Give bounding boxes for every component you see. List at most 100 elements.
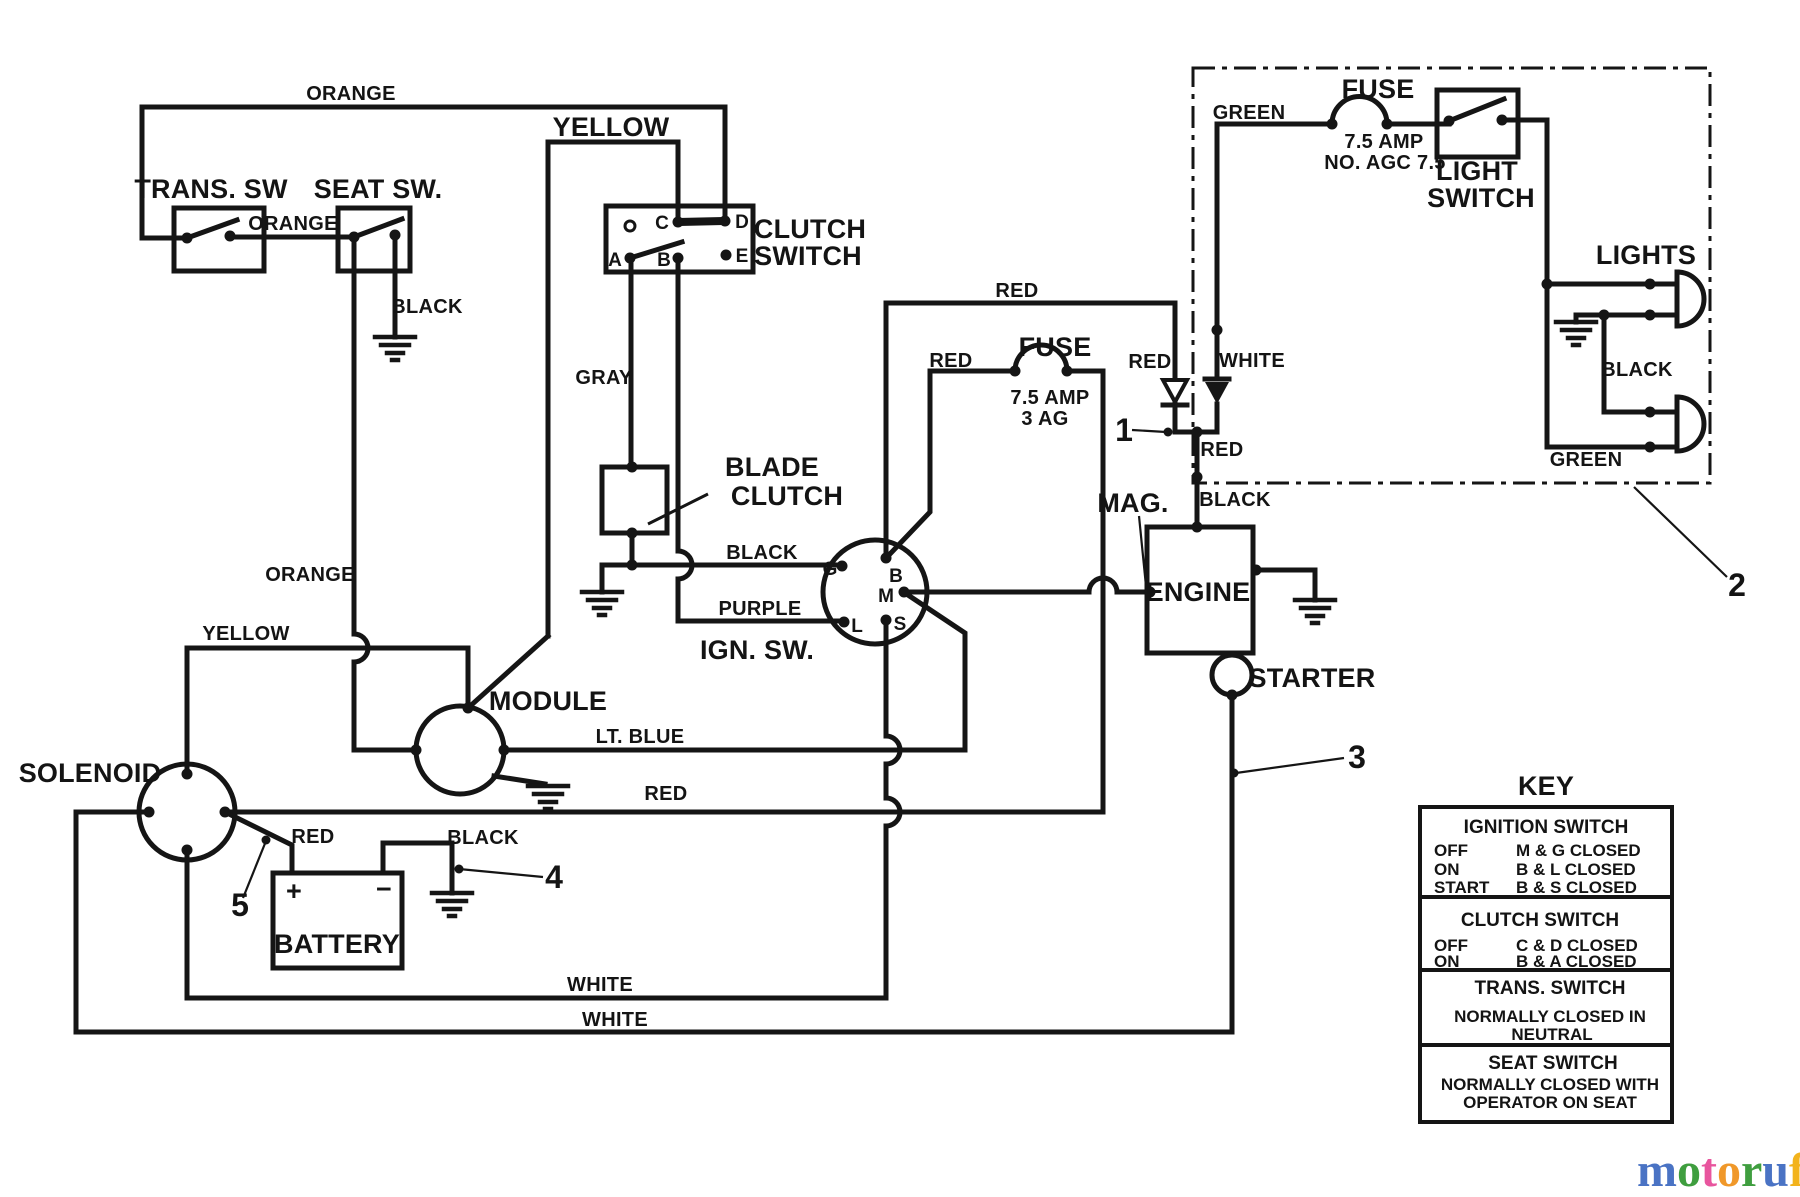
callout-1: 1 xyxy=(1115,412,1133,448)
key-sec1-r1-val: M & G CLOSED xyxy=(1516,841,1641,860)
key-table: KEY IGNITION SWITCH OFF M & G CLOSED ON … xyxy=(1418,771,1674,1124)
fuse-element-mid xyxy=(1012,342,1070,374)
wire-black-g xyxy=(599,562,845,595)
label-black-lights: BLACK xyxy=(1601,359,1673,381)
callout-line-1 xyxy=(1131,428,1167,434)
wire-ltblue-engine xyxy=(901,575,1150,595)
label-black-engine: BLACK xyxy=(1199,489,1271,511)
label-white-2: WHITE xyxy=(582,1009,648,1031)
wire-yellow-down xyxy=(184,645,471,777)
label-solenoid: SOLENOID xyxy=(19,758,162,788)
key-sec2-title: CLUTCH SWITCH xyxy=(1461,910,1619,931)
label-black-battery: BLACK xyxy=(447,827,519,849)
label-amp-top: 7.5 AMP xyxy=(1344,131,1423,153)
key-sec1-r2-state: ON xyxy=(1434,860,1460,879)
label-purple: PURPLE xyxy=(719,598,802,620)
blade-pointer-line xyxy=(647,492,709,526)
lamp-upper-shape xyxy=(1674,269,1707,329)
seat-switch-arm xyxy=(350,215,406,241)
battery-minus: − xyxy=(376,874,392,904)
blade-clutch-box xyxy=(599,464,670,536)
clutch-switch-arm xyxy=(626,238,686,262)
light-switch-box xyxy=(1434,87,1521,160)
terminal-g: G xyxy=(823,559,838,580)
label-red-fuse: RED xyxy=(929,350,972,372)
label-yellow-top: YELLOW xyxy=(553,112,670,142)
key-sec1-r1-state: OFF xyxy=(1434,841,1468,860)
terminal-l: L xyxy=(851,616,863,637)
battery-box xyxy=(270,870,405,971)
logo-letter: t xyxy=(1701,1144,1717,1197)
label-orange-top: ORANGE xyxy=(306,83,396,105)
label-light-1: LIGHT xyxy=(1436,156,1518,186)
key-sec3-line2: NEUTRAL xyxy=(1511,1025,1592,1044)
lamp-lower-shape xyxy=(1674,394,1707,454)
trans-switch-box xyxy=(171,205,267,274)
logo-letter: u xyxy=(1762,1144,1789,1197)
callout-3: 3 xyxy=(1348,739,1366,775)
key-sec1-title: IGNITION SWITCH xyxy=(1464,817,1629,838)
label-mag: MAG. xyxy=(1097,488,1168,518)
diode-white-triangle xyxy=(1205,382,1229,404)
callout-lines xyxy=(241,428,1728,899)
wire-yellow-top xyxy=(545,139,681,639)
lamp-lower xyxy=(1674,394,1707,454)
logo-letter: o xyxy=(1717,1144,1741,1197)
diagram-labels: ORANGE TRANS. SW SEAT SW. ORANGE YELLOW … xyxy=(19,74,1746,1031)
label-black-g: BLACK xyxy=(726,542,798,564)
label-white-1: WHITE xyxy=(567,974,633,996)
key-sec4-title: SEAT SWITCH xyxy=(1488,1053,1617,1074)
wire-module-diagonal xyxy=(464,632,552,712)
label-clutch-switch-1: CLUTCH xyxy=(754,214,866,244)
solenoid-circle xyxy=(136,761,238,863)
label-red-battery: RED xyxy=(291,826,334,848)
callout-line-2 xyxy=(1633,486,1728,578)
terminal-m: M xyxy=(878,586,894,607)
terminal-e: E xyxy=(736,246,749,267)
key-sec4-line1: NORMALLY CLOSED WITH xyxy=(1441,1075,1659,1094)
label-blade-2: CLUTCH xyxy=(731,481,843,511)
wire-red-fuse-left xyxy=(884,368,1018,560)
label-white-diode: WHITE xyxy=(1219,350,1285,372)
wire-red-battery xyxy=(221,808,295,876)
callout-line-3 xyxy=(1235,756,1345,775)
terminal-c: C xyxy=(655,213,669,234)
callout-5: 5 xyxy=(231,887,249,923)
label-amp-mid: 7.5 AMP xyxy=(1010,387,1089,409)
key-sec2-r2-val: B & A CLOSED xyxy=(1516,952,1637,971)
label-green-lights: GREEN xyxy=(1550,449,1623,471)
mag-pointer-line xyxy=(1137,515,1148,587)
key-sec4-line2: OPERATOR ON SEAT xyxy=(1463,1093,1637,1112)
lamp-upper xyxy=(1674,269,1707,329)
seat-switch-box xyxy=(335,205,413,274)
diode-red xyxy=(1159,378,1191,408)
label-red-engine: RED xyxy=(1200,439,1243,461)
wire-ltblue-module xyxy=(501,589,968,753)
logo-letter: m xyxy=(1637,1144,1677,1197)
motoruf-logo[interactable]: motoruf.de xyxy=(1637,1144,1800,1197)
logo-letter: f xyxy=(1789,1144,1800,1197)
label-green-top: GREEN xyxy=(1213,102,1286,124)
label-red-diode: RED xyxy=(1128,351,1171,373)
label-orange-link: ORANGE xyxy=(248,213,338,235)
terminal-s: S xyxy=(894,614,907,635)
clutch-switch-box xyxy=(603,203,756,275)
starter-circle xyxy=(1209,652,1255,698)
key-sec3-line1: NORMALLY CLOSED IN xyxy=(1454,1007,1646,1026)
wire-white-2 xyxy=(73,692,1235,1035)
label-yellow-down: YELLOW xyxy=(202,623,289,645)
label-gray: GRAY xyxy=(575,367,633,389)
battery-plus: + xyxy=(286,876,302,906)
key-sec2-r1-state: OFF xyxy=(1434,936,1468,955)
logo-letter: o xyxy=(1677,1144,1701,1197)
callout-line-5 xyxy=(241,840,268,899)
label-starter: STARTER xyxy=(1249,663,1376,693)
label-red-main: RED xyxy=(644,783,687,805)
label-orange-down: ORANGE xyxy=(265,564,355,586)
terminal-b-ign: B xyxy=(889,566,903,587)
key-sec1-r3-val: B & S CLOSED xyxy=(1516,878,1637,897)
key-table-separators xyxy=(1418,895,1674,1047)
key-title: KEY xyxy=(1518,771,1574,801)
label-trans-sw: TRANS. SW xyxy=(134,174,288,204)
